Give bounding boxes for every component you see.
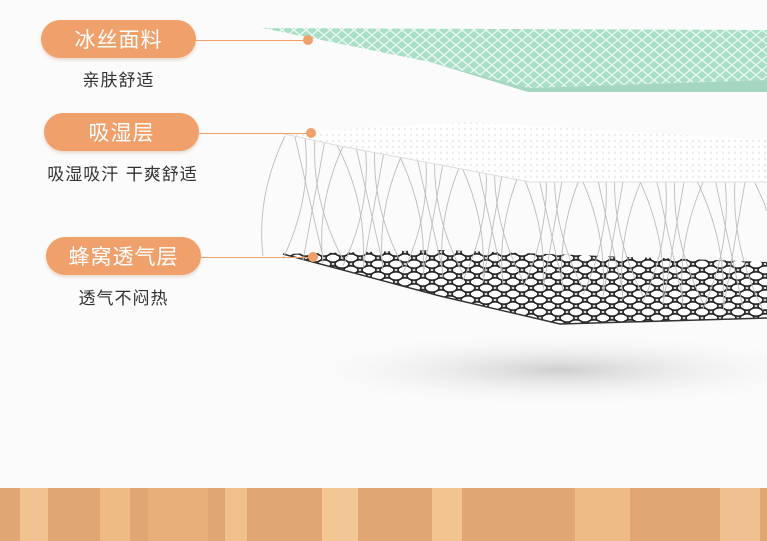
absorbent-layer (279, 122, 767, 183)
layer-diagram (261, 28, 767, 408)
layer-title-honeycomb: 蜂窝透气层 (46, 237, 201, 275)
leader-line (201, 257, 311, 258)
layer-title-absorbent: 吸湿层 (44, 113, 199, 151)
layer-title-ice-silk: 冰丝面料 (41, 20, 196, 58)
wood-strip-photo (0, 488, 767, 541)
ground-shadow (280, 332, 767, 408)
layer-subtitle-honeycomb: 透气不闷热 (78, 289, 169, 309)
honeycomb-layer (282, 250, 767, 325)
leader-dot (303, 35, 313, 45)
leader-dot (306, 128, 316, 138)
product-illustration: 冰丝面料 亲肤舒适 吸湿层 吸湿吸汗 干爽舒适 蜂窝透气层 透气不闷热 (41, 20, 767, 408)
absorbent-fibers (261, 135, 767, 312)
ice-silk-fabric-layer (262, 28, 767, 92)
layer-subtitle-absorbent: 吸湿吸汗 干爽舒适 (47, 165, 198, 185)
leader-line (199, 133, 309, 134)
leader-line (196, 40, 308, 41)
leader-dot (308, 252, 318, 262)
layer-subtitle-ice-silk: 亲肤舒适 (82, 71, 155, 91)
